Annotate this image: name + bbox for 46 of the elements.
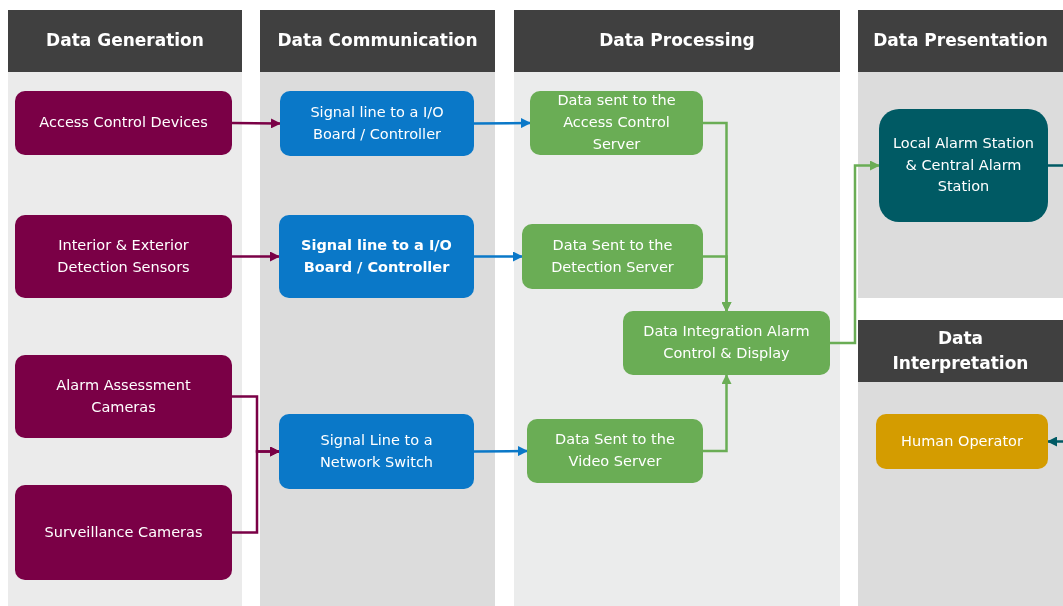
arrow	[703, 374, 732, 453]
box-label: Surveillance Cameras	[44, 522, 203, 542]
arrow	[232, 446, 280, 534]
process-box	[879, 109, 1048, 222]
column-band	[260, 10, 495, 606]
column-heading: Data Interpretation	[858, 320, 1063, 382]
box-label: Signal Line to a Network Switch	[318, 430, 435, 472]
arrow	[474, 446, 528, 457]
arrow	[232, 251, 280, 262]
box-label: Signal line to a I/O Board / Controller	[300, 235, 453, 277]
process-box	[527, 419, 703, 483]
box-label: Alarm Assessment Cameras	[55, 375, 192, 417]
column-band	[858, 10, 1063, 298]
column-band	[514, 10, 840, 606]
arrow	[830, 160, 880, 345]
process-box	[15, 91, 232, 155]
box-label: Data Integration Alarm Control & Display	[642, 322, 811, 363]
process-box	[876, 414, 1048, 469]
column-heading: Data Generation	[8, 10, 242, 72]
process-box	[15, 355, 232, 438]
arrow	[474, 251, 523, 262]
box-label: Interior & Exterior Detection Sensors	[56, 235, 191, 277]
column-heading: Data Presentation	[858, 10, 1063, 72]
process-box	[623, 311, 830, 375]
arrow	[474, 118, 531, 129]
arrow	[703, 255, 732, 312]
box-label: Human Operator	[901, 431, 1023, 451]
column-band	[8, 10, 242, 606]
box-label: Data Sent to the Detection Server	[550, 235, 675, 277]
column-heading: Data Communication	[260, 10, 495, 72]
box-label: Signal line to a I/O Board / Controller	[309, 102, 445, 144]
process-box	[15, 215, 232, 298]
box-label: Data Sent to the Video Server	[554, 430, 676, 471]
column-band	[858, 320, 1063, 606]
box-label: Access Control Devices	[39, 113, 208, 133]
column-heading: Data Processing	[514, 10, 840, 72]
process-box	[522, 224, 703, 289]
process-box	[279, 215, 474, 298]
process-box	[530, 91, 703, 155]
box-label: Data sent to the Access Control Server	[556, 91, 677, 154]
box-label: Local Alarm Station & Central Alarm Station	[892, 133, 1035, 197]
process-box	[279, 414, 474, 489]
arrow	[1047, 436, 1063, 447]
process-box	[15, 485, 232, 580]
process-box	[280, 91, 474, 156]
arrow	[232, 118, 281, 129]
